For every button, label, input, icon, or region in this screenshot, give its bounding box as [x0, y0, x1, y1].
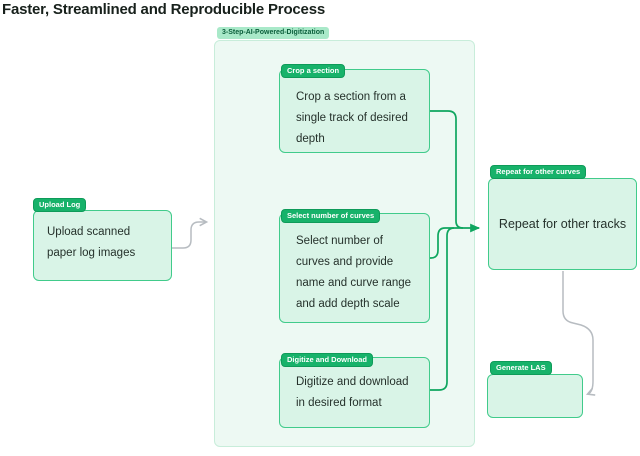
connector-upload-to-container	[172, 217, 209, 249]
upload-log-badge: Upload Log	[33, 198, 87, 213]
generate-las-node	[487, 374, 583, 418]
digitize-download-badge: Digitize and Download	[281, 353, 373, 368]
repeat-tracks-node: Repeat for other tracks	[488, 178, 637, 270]
page-title: Faster, Streamlined and Reproducible Pro…	[2, 1, 325, 18]
upload-log-text: Upload scanned paper log images	[47, 226, 136, 259]
repeat-curves-badge: Repeat for other curves	[490, 165, 587, 180]
select-curves-text: Select number of curves and provide name…	[296, 235, 412, 310]
digitize-download-node: Digitize and download in desired format	[279, 357, 430, 428]
crop-section-badge: Crop a section	[281, 64, 346, 79]
select-curves-node: Select number of curves and provide name…	[279, 213, 430, 323]
digitize-download-text: Digitize and download in desired format	[296, 376, 409, 409]
digitization-container-label: 3-Step-AI-Powered-Digitization	[217, 27, 330, 39]
crop-section-node: Crop a section from a single track of de…	[279, 69, 430, 153]
generate-las-badge: Generate LAS	[490, 361, 552, 376]
repeat-tracks-text: Repeat for other tracks	[498, 217, 627, 231]
crop-section-text: Crop a section from a single track of de…	[296, 91, 408, 145]
select-curves-badge: Select number of curves	[281, 209, 381, 224]
upload-log-node: Upload scanned paper log images	[33, 210, 172, 281]
